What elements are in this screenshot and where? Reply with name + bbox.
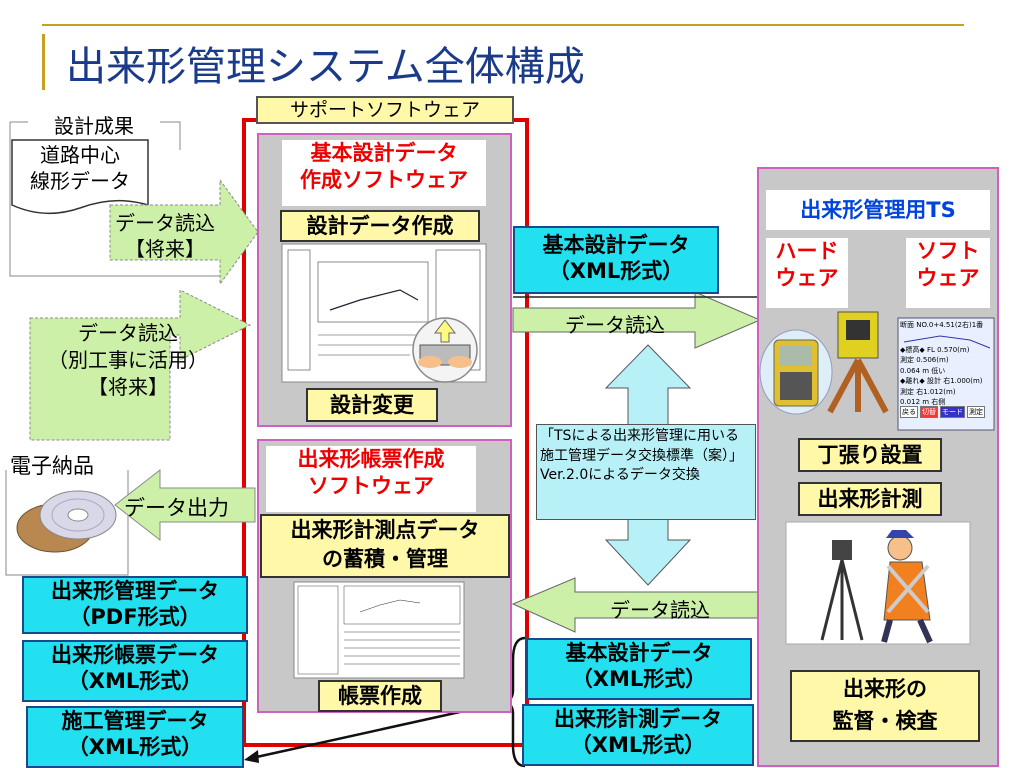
design-data-line1: 道路中心 xyxy=(40,143,120,167)
keyboard-hands-icon xyxy=(412,317,478,383)
design-data-line2: 線形データ xyxy=(30,169,130,193)
ts-screen-row-3: 0.064 m 低い xyxy=(900,366,946,375)
measure-point-line1: 出来形計測点データ xyxy=(290,518,480,542)
ts-screen-row-2: 測定 0.506(m) xyxy=(900,356,949,364)
measure-point-data-label: 出来形計測点データ の蓄積・管理 xyxy=(260,514,510,578)
ts-screen-row-4: ◆離れ◆ 設計 右1.000(m) xyxy=(900,377,983,385)
design-results-frame-top xyxy=(10,121,181,150)
software-box: ソフト ウェア xyxy=(906,238,990,308)
arrow-read-left-label: データ読込 xyxy=(610,598,710,622)
software-line1: ソフト xyxy=(916,239,980,263)
support-software-label: サポートソフトウェア xyxy=(256,96,514,124)
ts-screen-row-1: ◆標高◆ FL 0.570(m) xyxy=(900,345,970,354)
design-results-header: 設計成果 xyxy=(32,110,156,139)
basic-design-xml-top-line2: （XML形式） xyxy=(548,259,684,284)
ts-screen-row-5: 測定 右1.012(m) xyxy=(900,387,956,396)
output-data-report-line2: （XML形式） xyxy=(67,669,203,694)
arrow-read-right-shape xyxy=(512,291,762,349)
basic-design-sw-title1: 基本設計データ xyxy=(310,141,458,165)
inspection-line2: 監督・検査 xyxy=(832,708,938,733)
ts-button-mode[interactable]: モード xyxy=(940,406,965,418)
output-data-construction-line2: （XML形式） xyxy=(67,735,203,760)
measure-xml-line2: （XML形式） xyxy=(570,733,706,758)
report-screenshot xyxy=(293,581,465,679)
report-sw-title2: ソフトウェア xyxy=(308,474,434,499)
report-screenshot-content xyxy=(297,585,461,675)
report-create-label: 帳票作成 xyxy=(318,680,442,712)
inspection-label: 出来形の 監督・検査 xyxy=(790,670,980,742)
arrow-other-work-shape xyxy=(29,289,252,441)
staking-label: 丁張り設置 xyxy=(798,438,942,472)
basic-design-xml-bottom-line2: （XML形式） xyxy=(571,667,707,692)
design-data-create-label: 設計データ作成 xyxy=(280,210,480,242)
report-sw-title1: 出来形帳票作成 xyxy=(297,447,445,471)
ts-screen-header: 断面 NO.0+4.51(2右)1番 xyxy=(900,321,984,329)
arrow-future-read-line2: 【将来】 xyxy=(125,237,205,261)
output-data-report-xml: 出来形帳票データ （XML形式） xyxy=(22,640,248,702)
ts-button-back[interactable]: 戻る xyxy=(900,406,918,418)
output-data-report-line1: 出来形帳票データ xyxy=(51,643,219,667)
ts-screen-text: 断面 NO.0+4.51(2右)1番 ◆標高◆ FL 0.570(m) 測定 0… xyxy=(900,320,992,408)
design-change-label: 設計変更 xyxy=(306,388,438,422)
title-side-rule xyxy=(42,34,45,90)
basic-design-xml-bottom: 基本設計データ （XML形式） xyxy=(526,638,752,700)
measure-xml-line1: 出来形計測データ xyxy=(554,707,722,731)
measure-point-line2: の蓄積・管理 xyxy=(322,547,448,572)
software-line2: ウェア xyxy=(916,266,980,291)
ts-button-switch[interactable]: 切替 xyxy=(920,406,938,418)
basic-design-xml-top: 基本設計データ （XML形式） xyxy=(513,226,719,294)
surveyor-icon xyxy=(820,530,933,644)
measure-label: 出来形計測 xyxy=(798,482,942,516)
output-data-construction-xml: 施工管理データ （XML形式） xyxy=(26,706,244,768)
e-delivery-label: 電子納品 xyxy=(8,450,96,480)
arrow-future-read-line1: データ読込 xyxy=(115,211,215,235)
surveyor-frame xyxy=(785,521,971,645)
hardware-line2: ウェア xyxy=(775,266,839,291)
arrow-other-work-label: データ読込 （別工事に活用） 【将来】 xyxy=(22,320,234,401)
arrow-output-shape xyxy=(114,468,256,542)
design-data-document xyxy=(11,139,149,215)
page-title: 出来形管理システム全体構成 xyxy=(66,44,585,90)
inspection-line1: 出来形の xyxy=(843,677,927,701)
controller-icon xyxy=(759,329,833,415)
output-data-construction-line1: 施工管理データ xyxy=(61,709,209,733)
arrow-other-work-line3: 【将来】 xyxy=(88,375,168,399)
ts-panel-title: 出来形管理用TS xyxy=(766,190,990,230)
ts-screen-row-6: 0.012 m 右側 xyxy=(900,398,946,406)
hardware-box: ハード ウェア xyxy=(766,238,848,308)
output-data-pdf: 出来形管理データ （PDF形式） xyxy=(22,576,248,634)
arrow-other-work-line1: データ読込 xyxy=(78,321,178,345)
standard-note: 「TSによる出来形管理に用いる施工管理データ交換標準（案）」Ver.2.0による… xyxy=(536,424,756,520)
e-delivery-frame xyxy=(5,470,129,576)
cd-disc-icon xyxy=(16,490,117,553)
basic-design-xml-bottom-line1: 基本設計データ xyxy=(565,641,713,665)
design-results-frame xyxy=(9,122,220,277)
total-station-icon xyxy=(827,311,889,414)
basic-design-sw-title-box: 基本設計データ 作成ソフトウェア xyxy=(282,140,486,206)
measure-xml: 出来形計測データ （XML形式） xyxy=(522,704,754,766)
ts-screen-buttons: 戻る 切替 モード 測定 xyxy=(900,406,992,418)
hardware-line1: ハード xyxy=(775,239,839,263)
arrow-output-label: データ出力 xyxy=(124,496,229,520)
output-arrow-head xyxy=(244,750,259,763)
basic-design-xml-top-line1: 基本設計データ xyxy=(542,233,690,257)
ts-button-measure[interactable]: 測定 xyxy=(967,406,985,418)
arrow-read-left-shape xyxy=(511,577,761,633)
ts-screen-graph xyxy=(903,335,991,349)
arrow-future-read-label: データ読込 【将来】 xyxy=(105,210,225,262)
arrow-read-right-label: データ読込 xyxy=(565,313,665,337)
design-data-label: 道路中心 線形データ xyxy=(12,142,148,194)
arrow-future-read-shape xyxy=(109,178,259,286)
basic-design-sw-title2: 作成ソフトウェア xyxy=(300,168,468,193)
title-top-rule xyxy=(42,24,964,26)
arrow-other-work-line2: （別工事に活用） xyxy=(48,348,208,372)
output-data-pdf-line1: 出来形管理データ xyxy=(51,579,219,603)
report-sw-title-box: 出来形帳票作成 ソフトウェア xyxy=(266,446,476,512)
output-data-pdf-line2: （PDF形式） xyxy=(69,605,201,630)
design-screenshot-content xyxy=(287,249,481,371)
